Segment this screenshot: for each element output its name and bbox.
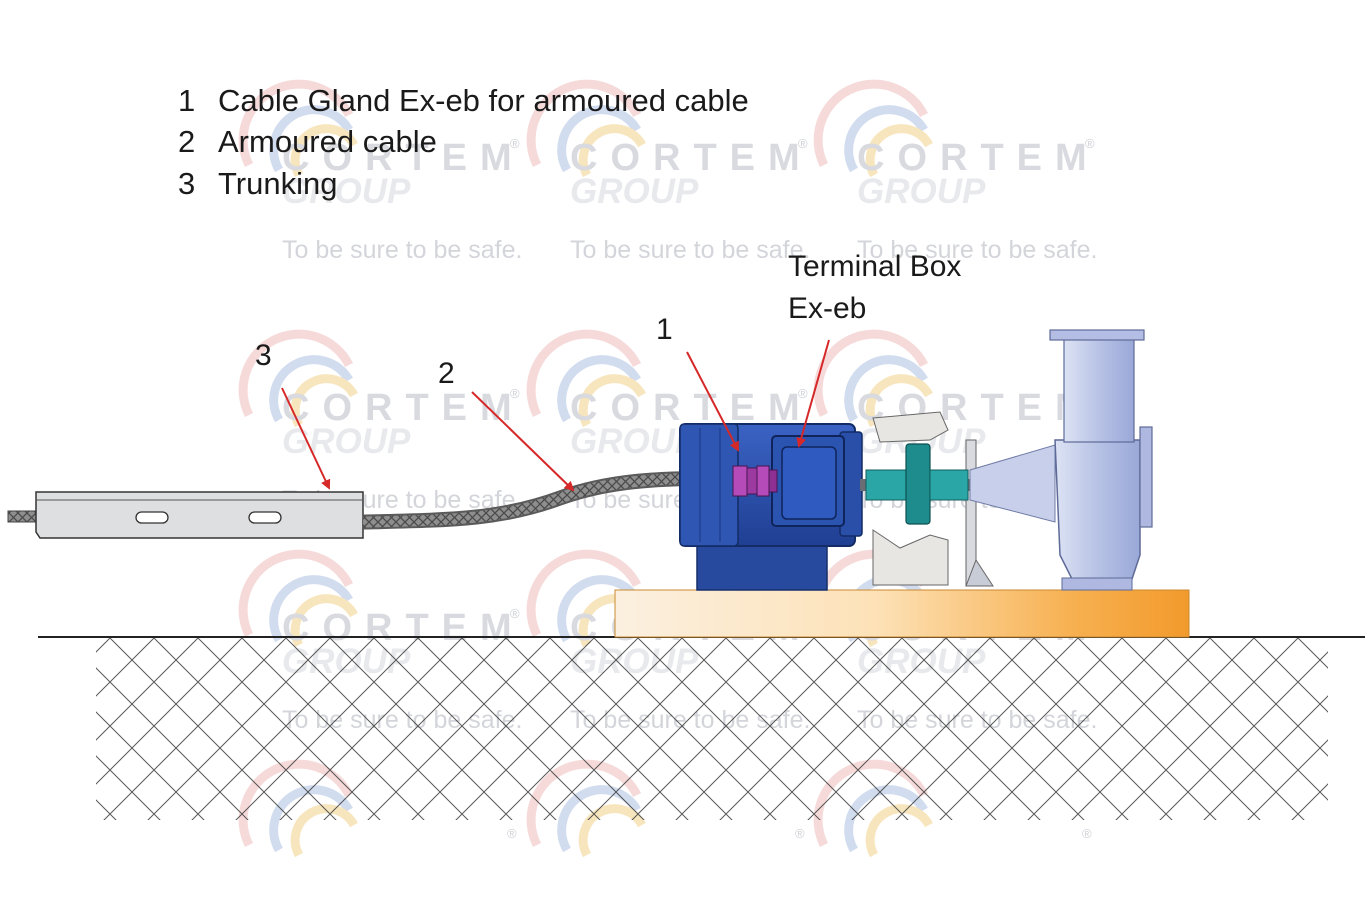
watermark-logo-arc — [813, 79, 929, 168]
watermark-logo-arc — [578, 124, 646, 178]
legend-item-1-number: 1 — [178, 83, 195, 118]
callout-arrow-1 — [686, 351, 739, 452]
cable-gland — [732, 465, 778, 497]
watermark-logo-arc — [526, 329, 642, 418]
legend-item-3: 3 Trunking — [178, 166, 337, 201]
watermark-group: GROUP — [857, 172, 986, 211]
watermark-logo-arc — [813, 329, 929, 418]
watermark-group: GROUP — [282, 422, 411, 461]
watermark-registered: ® — [795, 826, 805, 841]
shaft-coupling — [860, 443, 1000, 525]
watermark-registered: ® — [798, 136, 808, 151]
watermark-logo-arc — [557, 355, 641, 423]
watermark-logo-arc — [865, 124, 933, 178]
watermark-logo-arc — [290, 374, 358, 428]
terminal-box — [771, 435, 845, 527]
watermark-registered: ® — [1085, 136, 1095, 151]
callout-arrow-2 — [471, 391, 575, 492]
watermark-logo-arc — [269, 105, 353, 173]
watermark-registered: ® — [510, 606, 520, 621]
watermark-tile: CORTEM® GROUP To be sure to be safe. — [238, 79, 525, 264]
watermark-registered: ® — [798, 386, 808, 401]
watermark-brand: CORTEM — [282, 137, 525, 179]
legend-item-1: 1 Cable Gland Ex-eb for armoured cable — [178, 83, 749, 118]
watermark-logo-arc — [557, 575, 641, 643]
legend: 1 Cable Gland Ex-eb for armoured cable 2… — [178, 83, 749, 201]
callout-number-3: 3 — [255, 339, 272, 372]
watermark-logo-arc — [238, 549, 354, 638]
ground — [38, 636, 1365, 820]
watermark-logo-arc — [290, 594, 358, 648]
legend-item-1-label: Cable Gland Ex-eb for armoured cable — [218, 83, 749, 118]
watermark-logo-arc — [526, 549, 642, 638]
watermark-registered: ® — [1082, 826, 1092, 841]
watermark-group: GROUP — [570, 172, 699, 211]
watermark-brand: CORTEM — [570, 387, 813, 429]
watermark-logo-arc — [238, 329, 354, 418]
legend-item-3-number: 3 — [178, 166, 195, 201]
base-plate — [614, 589, 1190, 638]
watermark-group: GROUP — [570, 422, 699, 461]
watermark-logo-arc — [578, 374, 646, 428]
terminal-box-label-line2: Ex-eb — [788, 292, 866, 325]
trunking — [7, 491, 364, 539]
callout-arrow-terminal-box — [796, 339, 830, 448]
legend-item-2: 2 Armoured cable — [178, 124, 437, 159]
centrifugal-pump — [969, 329, 1153, 591]
watermark-brand: CORTEM — [857, 137, 1100, 179]
callout-number-1: 1 — [656, 313, 673, 346]
watermark-logo-arc — [844, 105, 928, 173]
coupling-guard — [872, 411, 994, 587]
callout-arrow-3 — [281, 387, 331, 490]
callouts: 3 2 1 Terminal Box Ex-eb — [255, 250, 961, 492]
watermark-registered: ® — [510, 136, 520, 151]
watermark-slogan: To be sure to be safe. — [570, 236, 810, 264]
watermark-logo-arc — [238, 79, 354, 168]
watermark-logo-arc — [526, 79, 642, 168]
watermark-slogan: To be sure to be safe. — [282, 236, 522, 264]
watermark-tile: CORTEM® GROUP To be sure to be safe. — [813, 79, 1100, 264]
watermark-registered: ® — [510, 386, 520, 401]
watermark-logo-arc — [865, 374, 933, 428]
watermark-logo-arc — [290, 124, 358, 178]
watermark-tile: CORTEM® GROUP To be sure to be safe. — [526, 79, 813, 264]
legend-item-3-label: Trunking — [218, 166, 337, 201]
watermark-logo-arc — [269, 575, 353, 643]
legend-item-2-number: 2 — [178, 124, 195, 159]
watermark-logo-arc — [844, 355, 928, 423]
watermark-group: GROUP — [282, 172, 411, 211]
watermark-slogan: To be sure to be safe. — [857, 236, 1097, 264]
terminal-box-label-line1: Terminal Box — [788, 250, 961, 283]
watermark-logo-arc — [557, 105, 641, 173]
watermark-logo-arc — [269, 355, 353, 423]
callout-number-2: 2 — [438, 357, 455, 390]
watermark-brand: CORTEM — [570, 137, 813, 179]
legend-item-2-label: Armoured cable — [218, 124, 437, 159]
watermark-registered: ® — [507, 826, 517, 841]
